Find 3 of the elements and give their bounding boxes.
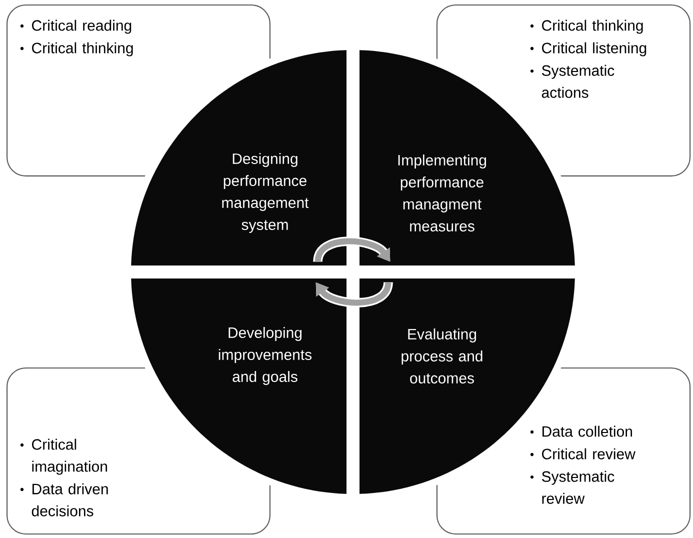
quadrant-sector: Developing improvements and goals <box>131 278 346 494</box>
cycle-arrow <box>313 236 390 263</box>
cycle-arrow <box>316 281 393 308</box>
